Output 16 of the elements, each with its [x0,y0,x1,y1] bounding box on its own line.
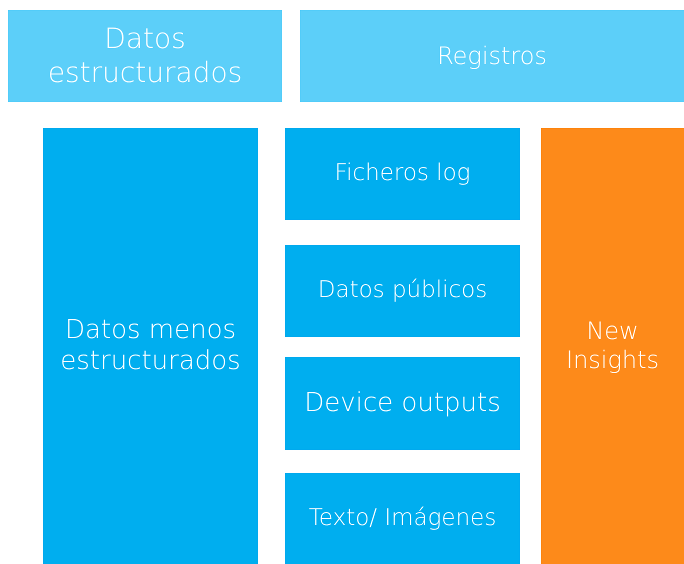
category-tile [285,473,520,564]
category-tile [285,128,520,220]
category-tile [8,10,282,102]
tile-label: Ficheros log [334,160,470,188]
tile-label: Datos estructurados [46,22,244,90]
tile-label: Registros [437,42,547,70]
category-tile [43,128,258,564]
tile-label: New Insights [565,317,660,375]
tile-label: Datos públicos [318,277,488,305]
category-tile [285,357,520,450]
category-tile [300,10,684,102]
tile-label: Datos menos estructurados [59,314,242,378]
tile-label: Device outputs [304,388,501,420]
category-tile [285,245,520,337]
tile-label: Texto/ Imágenes [308,504,496,532]
category-tile [541,128,684,564]
